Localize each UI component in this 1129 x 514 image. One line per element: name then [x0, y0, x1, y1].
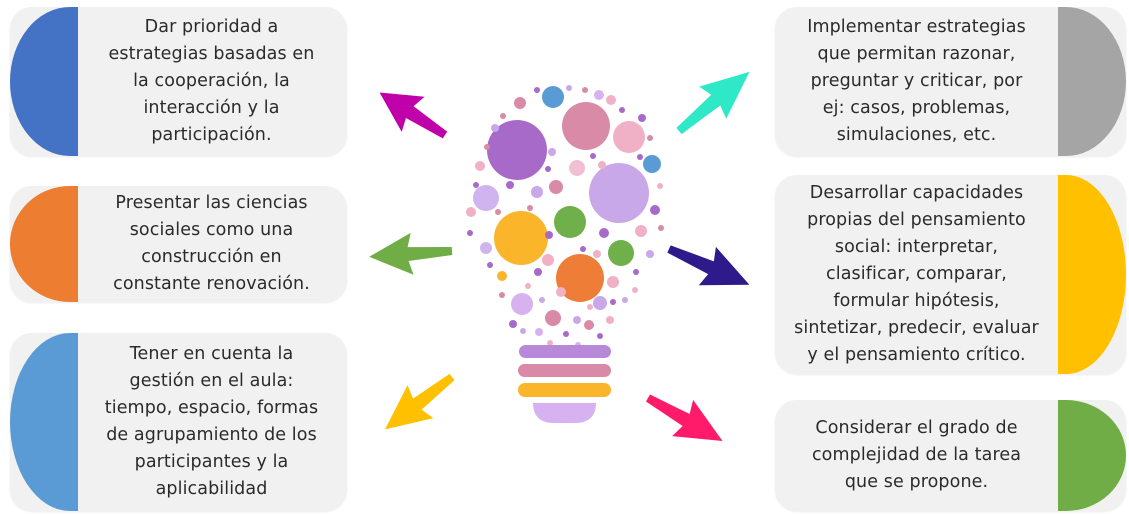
arrow-bottom-right: [646, 394, 723, 441]
card-text: Implementar estrategias que permitan raz…: [807, 17, 1026, 145]
arrow-mid-left: [369, 232, 453, 275]
strategy-card-gestion-aula: Tener en cuenta la gestión en el aula: t…: [10, 333, 347, 511]
arrow-top-right: [676, 71, 750, 135]
strategy-card-cooperation: Dar prioridad a estrategias basadas en l…: [10, 7, 347, 156]
arrow-bottom-left: [385, 373, 455, 430]
arrow-top-left: [379, 92, 448, 139]
strategy-card-ciencias-sociales: Presentar las ciencias sociales como una…: [10, 186, 347, 302]
card-text: Dar prioridad a estrategias basadas en l…: [108, 17, 315, 145]
card-text: Desarrollar capacidades propias del pens…: [794, 183, 1039, 365]
lightbulb-dots-icon: [466, 85, 664, 423]
card-text: Considerar el grado de complejidad de la…: [811, 418, 1022, 492]
arrow-mid-right: [667, 245, 750, 286]
strategy-card-complejidad: Considerar el grado de complejidad de la…: [775, 400, 1126, 511]
card-text: Tener en cuenta la gestión en el aula: t…: [104, 344, 319, 499]
card-text: Presentar las ciencias sociales como una…: [113, 193, 310, 294]
strategy-card-pensamiento-social: Desarrollar capacidades propias del pens…: [775, 175, 1126, 374]
strategy-card-razonar: Implementar estrategias que permitan raz…: [775, 7, 1126, 156]
